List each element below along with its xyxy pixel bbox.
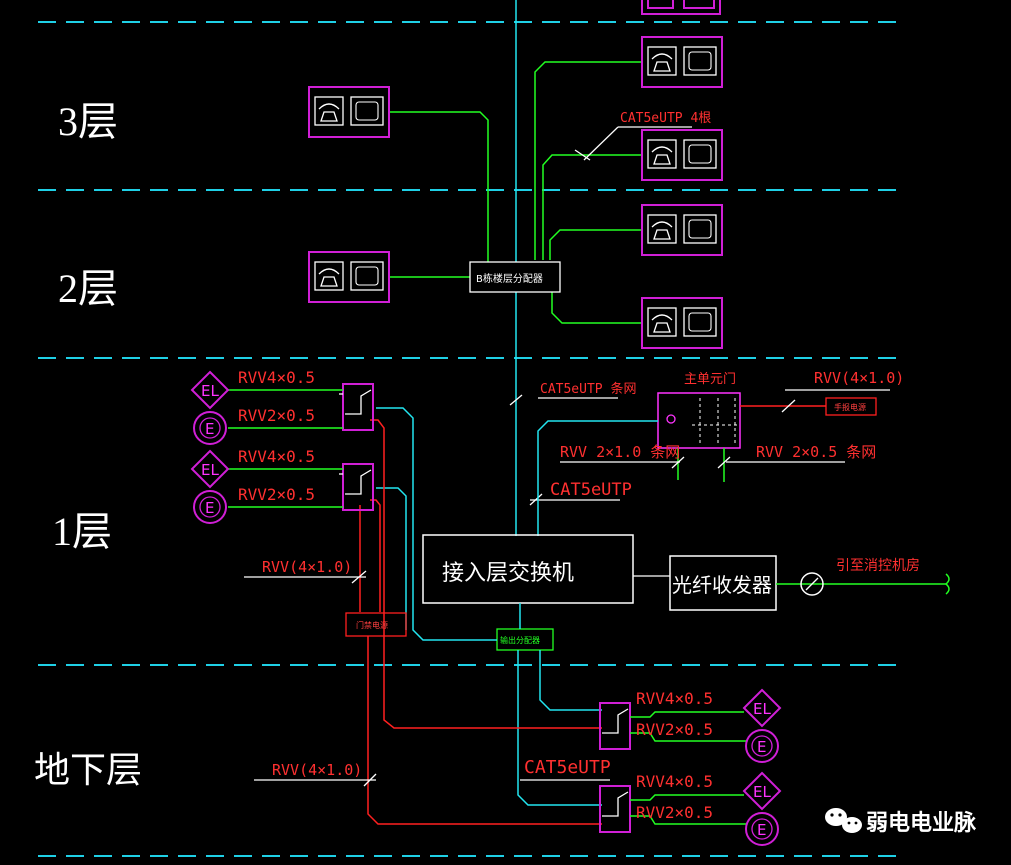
door-controller-terminals xyxy=(692,398,740,444)
phone-data-outlet xyxy=(641,36,723,88)
telephone-icon xyxy=(647,139,677,169)
data-port-icon xyxy=(683,46,717,76)
cable-label-rvv-door-power: RVV(4×1.0) xyxy=(814,369,904,387)
outlet-wiring xyxy=(390,61,642,324)
door-control-power-box xyxy=(345,612,407,637)
access-switch-label: 接入层交换机 xyxy=(442,561,574,586)
el-emergency-light-icon xyxy=(742,771,782,811)
floor-label-basement: 地下层 xyxy=(34,750,142,790)
telephone-icon xyxy=(647,307,677,337)
phone-data-outlet xyxy=(308,86,390,138)
door-power-label: 手报电源 xyxy=(834,402,866,412)
e-exit-sign-icon xyxy=(193,490,227,524)
cable-label-rvv2: RVV2×0.5 xyxy=(238,406,315,425)
el-emergency-light-icon xyxy=(190,370,230,410)
cable-label-rvv4: RVV4×0.5 xyxy=(636,689,713,708)
watermark-logo xyxy=(825,808,862,833)
floor-label-2: 2层 xyxy=(58,266,118,311)
door-power-box xyxy=(825,397,877,416)
floor-distributor-label: B栋楼层分配器 xyxy=(476,272,543,285)
el-emergency-light-icon xyxy=(190,449,230,489)
card-reader-controller xyxy=(342,463,374,511)
cable-label-to-fire-room: 引至消控机房 xyxy=(836,558,920,574)
phone-data-outlet xyxy=(641,204,723,256)
e-symbol-label: E xyxy=(205,420,214,438)
floor-dividers xyxy=(38,21,905,857)
fiber-transceiver-label: 光纤收发器 xyxy=(672,573,772,597)
cable-label-rvv2: RVV2×0.5 xyxy=(636,803,713,822)
el-symbol-label: EL xyxy=(201,461,219,479)
e-symbol-label: E xyxy=(757,821,766,839)
card-reader-controller xyxy=(599,785,631,833)
e-symbol-label: E xyxy=(757,738,766,756)
access-switch-box xyxy=(422,534,634,604)
cable-label-cat5e-switch: CAT5eUTP xyxy=(550,480,632,500)
cable-label-rvv2: RVV2×0.5 xyxy=(636,720,713,739)
telephone-icon xyxy=(314,96,344,126)
telephone-icon xyxy=(647,214,677,244)
telephone-icon xyxy=(314,261,344,291)
data-port-icon xyxy=(683,214,717,244)
phone-data-outlet xyxy=(641,129,723,181)
outlet-group xyxy=(308,0,723,349)
main-door-label: 主单元门 xyxy=(684,372,736,387)
floor-distributor-box xyxy=(469,261,561,293)
card-reader-controller xyxy=(342,383,374,431)
e-symbol-label: E xyxy=(205,499,214,517)
output-distributor-label: 输出分配器 xyxy=(500,635,540,645)
e-exit-sign-icon xyxy=(745,729,779,763)
reader-groups: ELERVV4×0.5RVV2×0.5ELERVV4×0.5RVV2×0.5EL… xyxy=(190,368,782,846)
floor-label-1: 1层 xyxy=(52,509,112,554)
cable-label-rvv-1f: RVV(4×1.0) xyxy=(262,558,352,576)
el-symbol-label: EL xyxy=(201,382,219,400)
cable-label-cat5e-basement: CAT5eUTP xyxy=(524,757,611,778)
telephone-icon xyxy=(647,46,677,76)
e-exit-sign-icon xyxy=(745,812,779,846)
door-control-power-label: 门禁电源 xyxy=(356,620,388,630)
cable-label-rvv4: RVV4×0.5 xyxy=(238,447,315,466)
data-port-icon xyxy=(683,139,717,169)
phone-data-outlet xyxy=(308,251,390,303)
fiber-joint-icon xyxy=(800,572,824,596)
cable-label-rvv-2x1: RVV 2×1.0 条网 xyxy=(560,443,680,461)
cable-label-rvv4: RVV4×0.5 xyxy=(636,772,713,791)
el-symbol-label: EL xyxy=(753,700,771,718)
floor-label-3: 3层 xyxy=(58,99,118,144)
card-reader-controller xyxy=(599,702,631,750)
e-exit-sign-icon xyxy=(193,411,227,445)
cable-label-cat5e-3f: CAT5eUTP 4根 xyxy=(620,111,711,126)
watermark-text: 弱电电业脉 xyxy=(866,811,977,836)
phone-data-outlet xyxy=(641,297,723,349)
data-port-icon xyxy=(350,261,384,291)
el-emergency-light-icon xyxy=(742,688,782,728)
fiber-transceiver-box xyxy=(669,555,777,611)
main-door-controller xyxy=(657,392,741,449)
cable-label-cat5e-riser: CAT5eUTP 条网 xyxy=(540,381,636,397)
cable-label-rvv-basement: RVV(4×1.0) xyxy=(272,761,362,779)
cable-label-rvv2: RVV2×0.5 xyxy=(238,485,315,504)
outlet-top-partial xyxy=(641,0,721,15)
cable-label-rvv-2x05: RVV 2×0.5 条网 xyxy=(756,443,876,461)
cable-label-rvv4: RVV4×0.5 xyxy=(238,368,315,387)
data-port-icon xyxy=(683,307,717,337)
el-symbol-label: EL xyxy=(753,783,771,801)
data-port-icon xyxy=(350,96,384,126)
